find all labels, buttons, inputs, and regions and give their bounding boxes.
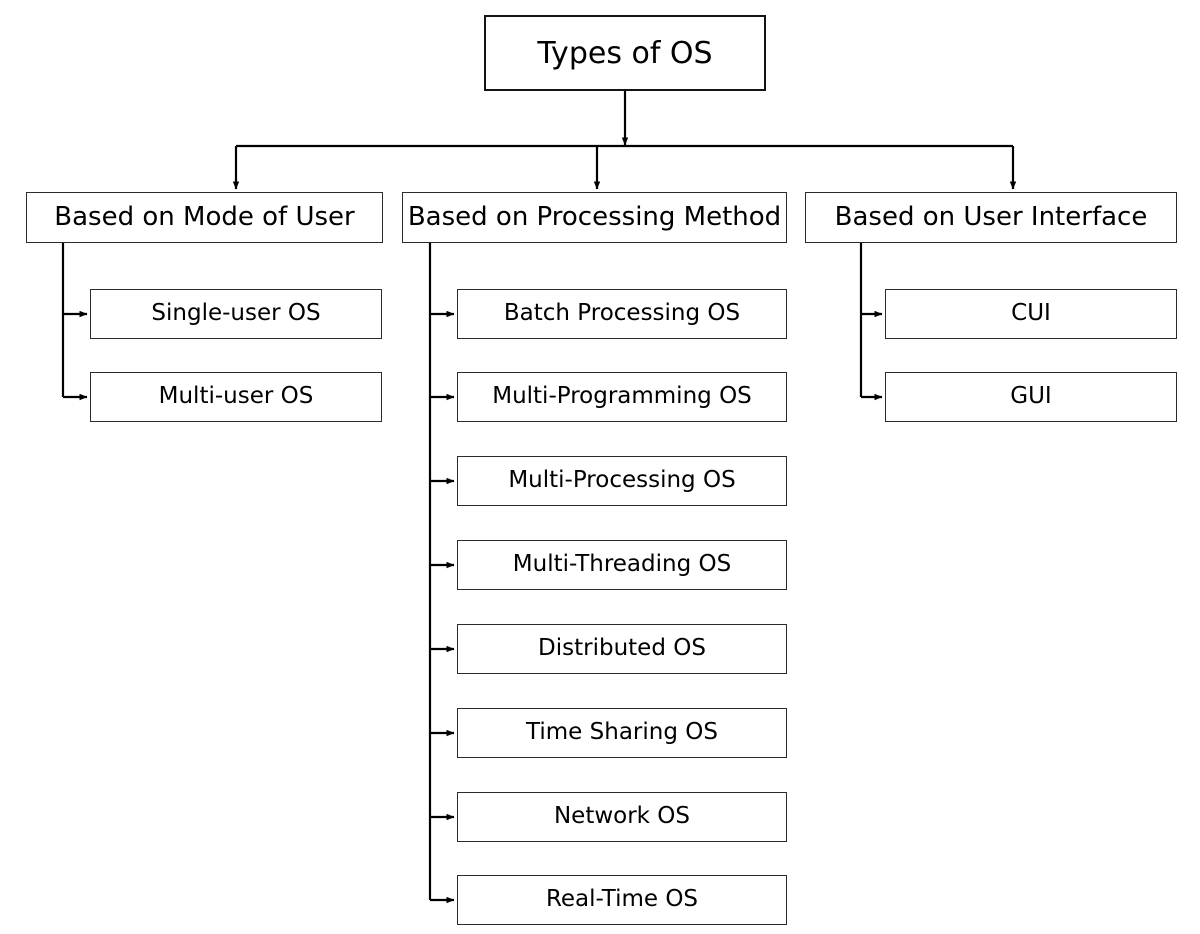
- node-leaf-gui-label: GUI: [1010, 383, 1052, 410]
- node-leaf-time-sharing-os-label: Time Sharing OS: [526, 719, 718, 746]
- node-leaf-single-user-os-label: Single-user OS: [151, 300, 321, 327]
- node-leaf-network-os[interactable]: Network OS: [457, 792, 787, 842]
- node-leaf-multi-processing-os[interactable]: Multi-Processing OS: [457, 456, 787, 506]
- node-category-processing-method-label: Based on Processing Method: [407, 202, 782, 233]
- node-leaf-multi-user-os-label: Multi-user OS: [158, 383, 314, 410]
- node-leaf-cui[interactable]: CUI: [885, 289, 1177, 339]
- node-leaf-batch-processing-os-label: Batch Processing OS: [503, 300, 741, 327]
- node-leaf-batch-processing-os[interactable]: Batch Processing OS: [457, 289, 787, 339]
- node-leaf-cui-label: CUI: [1011, 300, 1051, 327]
- node-leaf-gui[interactable]: GUI: [885, 372, 1177, 422]
- node-leaf-multi-user-os[interactable]: Multi-user OS: [90, 372, 382, 422]
- node-leaf-network-os-label: Network OS: [553, 803, 691, 830]
- node-leaf-time-sharing-os[interactable]: Time Sharing OS: [457, 708, 787, 758]
- node-leaf-real-time-os-label: Real-Time OS: [545, 886, 699, 913]
- node-leaf-distributed-os[interactable]: Distributed OS: [457, 624, 787, 674]
- node-leaf-multi-programming-os-label: Multi-Programming OS: [492, 383, 752, 410]
- node-leaf-distributed-os-label: Distributed OS: [538, 635, 706, 662]
- node-leaf-multi-processing-os-label: Multi-Processing OS: [508, 467, 736, 494]
- node-category-processing-method[interactable]: Based on Processing Method: [402, 192, 787, 243]
- node-category-user-interface[interactable]: Based on User Interface: [805, 192, 1177, 243]
- node-category-user-interface-label: Based on User Interface: [834, 202, 1148, 233]
- node-leaf-multi-threading-os-label: Multi-Threading OS: [512, 551, 732, 578]
- node-root[interactable]: Types of OS: [484, 15, 766, 91]
- node-category-mode-of-user-label: Based on Mode of User: [54, 202, 355, 233]
- node-leaf-real-time-os[interactable]: Real-Time OS: [457, 875, 787, 925]
- node-category-mode-of-user[interactable]: Based on Mode of User: [26, 192, 383, 243]
- node-leaf-multi-programming-os[interactable]: Multi-Programming OS: [457, 372, 787, 422]
- node-root-label: Types of OS: [537, 35, 713, 71]
- node-leaf-multi-threading-os[interactable]: Multi-Threading OS: [457, 540, 787, 590]
- node-leaf-single-user-os[interactable]: Single-user OS: [90, 289, 382, 339]
